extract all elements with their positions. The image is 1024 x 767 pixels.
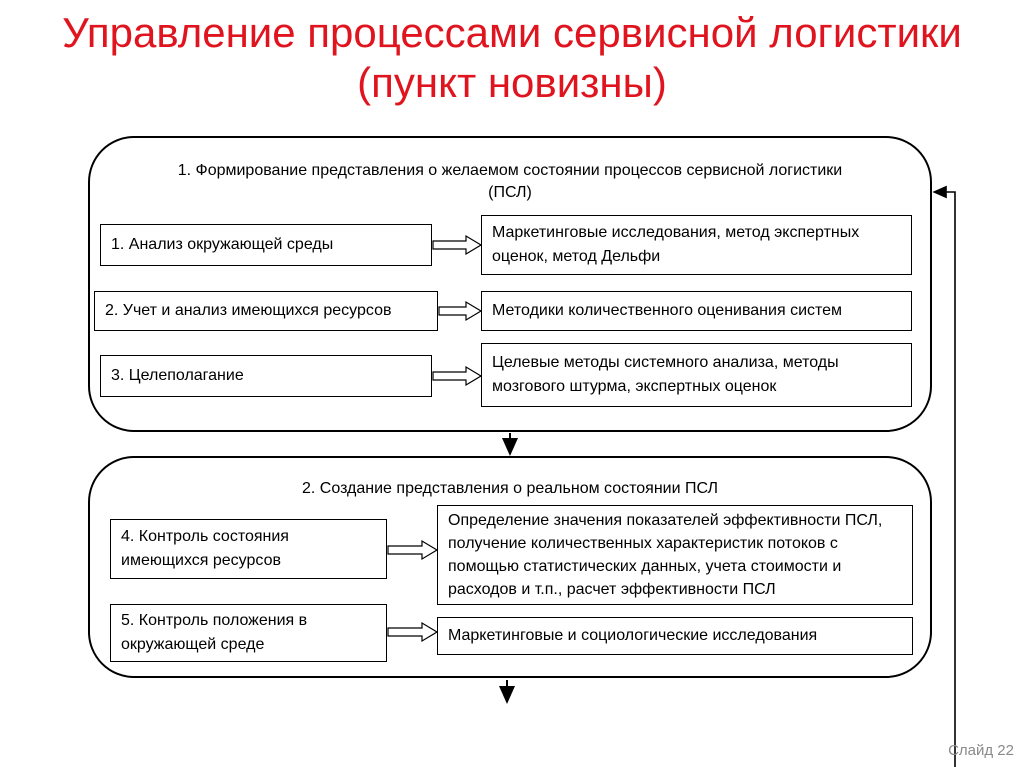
stage-1-heading-line-2: (ПСЛ) — [488, 184, 532, 201]
feedback-loop-arrow — [932, 185, 956, 767]
step-1-box: 1. Анализ окружающей среды — [100, 224, 432, 266]
block-arrow-1 — [432, 234, 483, 256]
method-5-box: Маркетинговые и социологические исследов… — [437, 617, 913, 655]
method-4-box: Определение значения показателей эффекти… — [437, 505, 913, 605]
slide-title: Управление процессами сервисной логистик… — [0, 8, 1024, 108]
block-arrow-3 — [432, 365, 483, 387]
method-2-label: Методики количественного оценивания сист… — [492, 302, 843, 319]
method-3-label: Целевые методы системного анализа, метод… — [492, 354, 839, 395]
slide-title-line-2: (пункт новизны) — [357, 59, 667, 106]
method-2-box: Методики количественного оценивания сист… — [481, 291, 912, 331]
step-3-box: 3. Целеполагание — [100, 355, 432, 397]
stage-1-heading-line-1: 1. Формирование представления о желаемом… — [177, 162, 843, 179]
step-1-label: 1. Анализ окружающей среды — [111, 236, 334, 253]
step-3-label: 3. Целеполагание — [111, 367, 244, 384]
method-3-box: Целевые методы системного анализа, метод… — [481, 343, 912, 407]
method-1-box: Маркетинговые исследования, метод экспер… — [481, 215, 912, 275]
step-2-label: 2. Учет и анализ имеющихся ресурсов — [105, 302, 392, 319]
slide-title-line-1: Управление процессами сервисной логистик… — [62, 9, 962, 56]
step-5-label: 5. Контроль положения в окружающей среде — [121, 612, 308, 653]
block-arrow-4 — [387, 539, 439, 561]
step-2-box: 2. Учет и анализ имеющихся ресурсов — [94, 291, 438, 331]
method-1-label: Маркетинговые исследования, метод экспер… — [492, 224, 860, 265]
block-arrow-5 — [387, 621, 439, 643]
stage-1-heading: 1. Формирование представления о желаемом… — [96, 160, 924, 204]
step-5-box: 5. Контроль положения в окружающей среде — [110, 604, 387, 662]
slide-number: Слайд 22 — [948, 742, 1014, 759]
step-4-box: 4. Контроль состояния имеющихся ресурсов — [110, 519, 387, 579]
step-4-label: 4. Контроль состояния имеющихся ресурсов — [121, 528, 289, 569]
stage-2-heading: 2. Создание представления о реальном сос… — [302, 480, 718, 497]
block-arrow-2 — [438, 300, 483, 322]
method-4-label: Определение значения показателей эффекти… — [448, 512, 883, 598]
method-5-label: Маркетинговые и социологические исследов… — [448, 627, 818, 644]
